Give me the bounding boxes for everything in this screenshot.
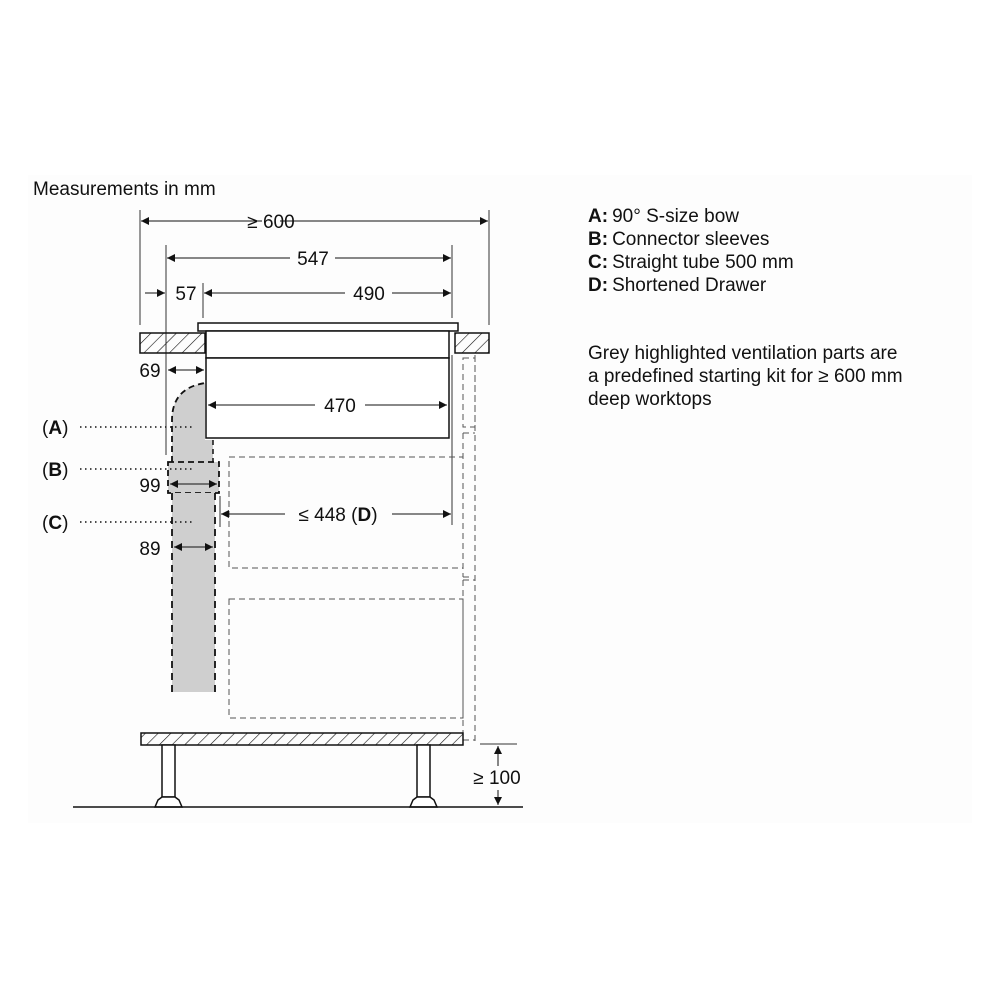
label-cutout-depth: 490 bbox=[353, 284, 385, 305]
duct-straight-tube bbox=[172, 493, 215, 692]
legend-item-a: A:90° S-size bow bbox=[588, 206, 739, 227]
diagram-title: Measurements in mm bbox=[33, 179, 216, 200]
cabinet-legs bbox=[153, 744, 439, 808]
label-plinth-height: ≥ 100 bbox=[473, 768, 520, 789]
note-line: a predefined starting kit for ≥ 600 mm bbox=[588, 366, 903, 387]
starting-kit-note: Grey highlighted ventilation parts are a… bbox=[588, 342, 968, 411]
callout-leaders bbox=[80, 426, 193, 523]
callout-b: (B) bbox=[42, 460, 68, 481]
drawer-lower bbox=[228, 598, 464, 719]
label-cutout-span: 547 bbox=[297, 249, 329, 270]
note-line: deep worktops bbox=[588, 389, 712, 410]
drawer-shortened bbox=[228, 456, 464, 569]
label-overall-depth: ≥ 600 bbox=[247, 212, 294, 233]
parts-legend: A:90° S-size bow B:Connector sleeves C:S… bbox=[588, 205, 794, 297]
label-front-offset: 57 bbox=[175, 284, 196, 305]
label-unit-depth: 470 bbox=[324, 396, 356, 417]
label-sleeve-width: 99 bbox=[139, 476, 160, 497]
legend-item-b: B:Connector sleeves bbox=[588, 229, 770, 250]
worktop bbox=[139, 332, 490, 354]
legend-item-c: C:Straight tube 500 mm bbox=[588, 252, 794, 273]
callout-c: (C) bbox=[42, 513, 68, 534]
cabinet-side-dashed bbox=[462, 355, 476, 741]
cooktop-body bbox=[205, 357, 450, 439]
duct-connector-sleeve bbox=[167, 461, 220, 494]
cooktop-frame bbox=[205, 330, 450, 359]
callout-a: (A) bbox=[42, 418, 68, 439]
label-drawer-depth: ≤ 448 (D) bbox=[298, 505, 377, 526]
label-rear-gap: 69 bbox=[139, 361, 160, 382]
cooktop-glass bbox=[197, 322, 459, 332]
legend-item-d: D:Shortened Drawer bbox=[588, 275, 767, 296]
plinth-board bbox=[140, 732, 464, 746]
note-line: Grey highlighted ventilation parts are bbox=[588, 343, 898, 364]
duct-bow bbox=[172, 383, 213, 462]
label-tube-width: 89 bbox=[139, 539, 160, 560]
